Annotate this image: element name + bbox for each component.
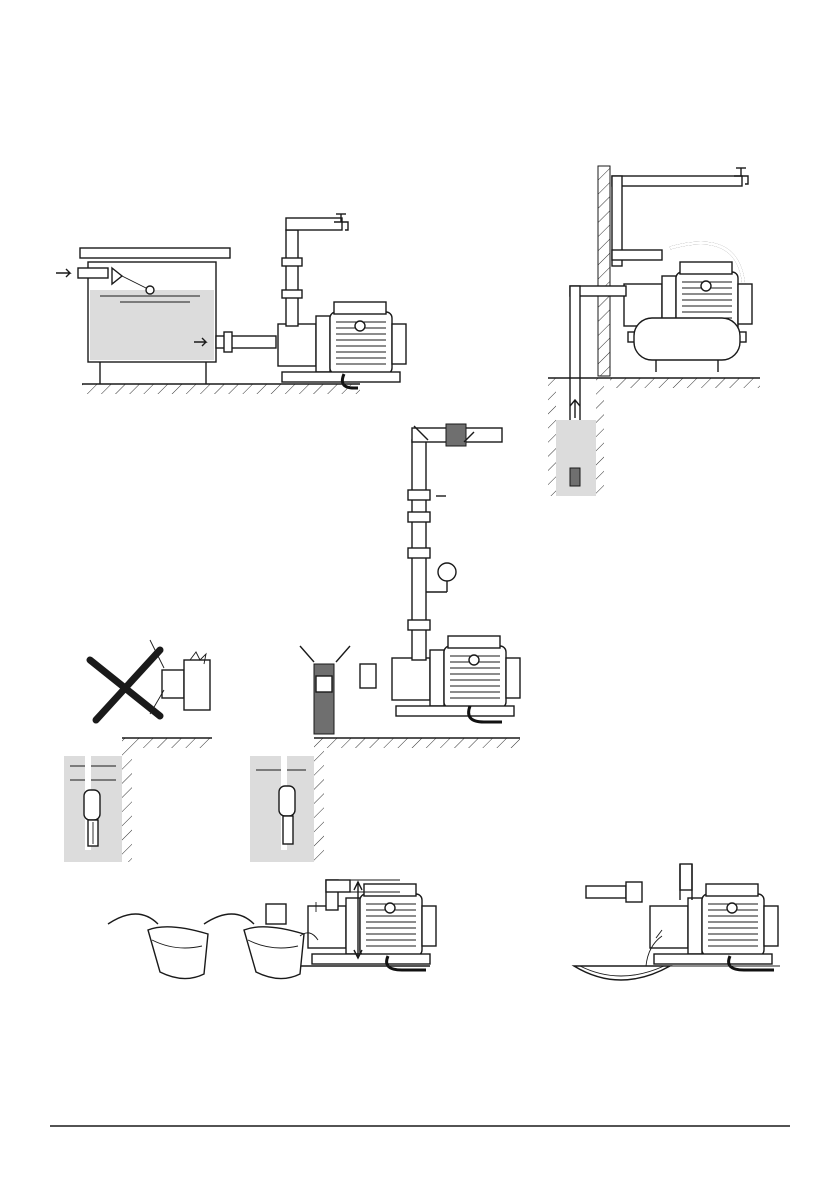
pump [392, 636, 520, 716]
tank-water [90, 290, 214, 360]
pressure-gauge-icon [438, 563, 456, 581]
pressure-tank [634, 318, 740, 360]
tank-lid [80, 248, 230, 258]
inlet-arrow-icon [56, 269, 70, 277]
figure-well-install [548, 166, 760, 496]
bracket-arrows-icon [300, 646, 350, 662]
float-ball [146, 286, 154, 294]
figure-correct-suction [250, 424, 520, 862]
figure-draining [574, 864, 780, 980]
pump [650, 884, 778, 964]
figure-tank-install [56, 214, 406, 394]
inlet-valve [78, 268, 108, 278]
figure-incorrect-suction [64, 640, 212, 862]
figure-priming [108, 880, 436, 1116]
water-jug-icon [108, 914, 208, 979]
support-bracket [314, 664, 334, 734]
water-jug-icon [204, 914, 318, 979]
drain-basin-icon [574, 966, 670, 980]
